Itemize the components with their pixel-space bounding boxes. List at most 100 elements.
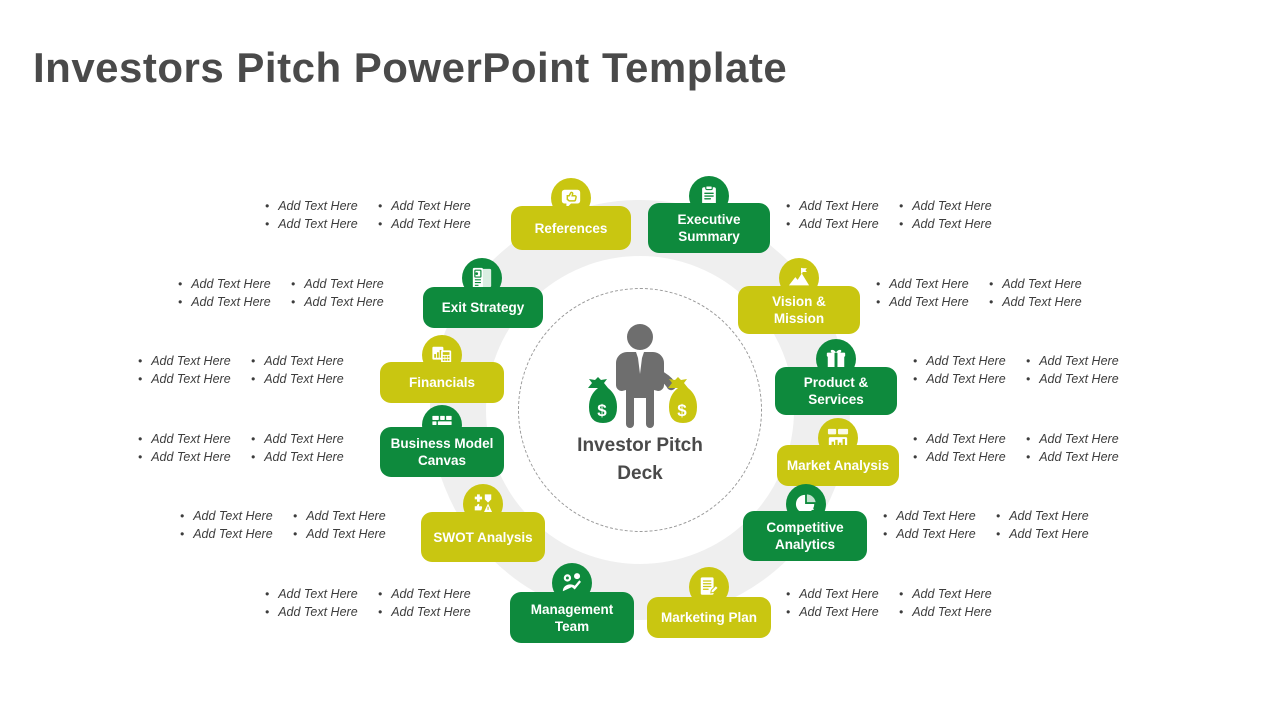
bullet-label: Add Text Here (264, 371, 344, 386)
bullet-item[interactable]: • Add Text Here (876, 276, 989, 294)
bullet-dot-icon: • (913, 371, 918, 386)
text-block-references-text: •Add Text Here•Add Text Here•Add Text He… (265, 198, 491, 233)
center-label-line1: Investor Pitch (577, 435, 703, 456)
text-column: •Add Text Here•Add Text Here (293, 508, 406, 543)
bullet-item[interactable]: •Add Text Here (899, 604, 1012, 622)
bullet-item[interactable]: •Add Text Here (1026, 449, 1139, 467)
bullet-item[interactable]: •Add Text Here (786, 198, 899, 216)
node-label-management-team[interactable]: Management Team (510, 592, 634, 643)
bullet-dot-icon: • (876, 294, 881, 309)
bullet-dot-icon: • (378, 216, 383, 231)
text-column: •Add Text Here•Add Text Here (899, 198, 1012, 233)
text-column: •Add Text Here•Add Text Here (138, 353, 251, 388)
bullet-item[interactable]: •Add Text Here (786, 216, 899, 234)
bullet-item[interactable]: •Add Text Here (291, 294, 404, 312)
bullet-item[interactable]: •Add Text Here (138, 449, 251, 467)
bullet-item[interactable]: •Add Text Here (265, 604, 378, 622)
node-label-swot-analysis[interactable]: SWOT Analysis (421, 512, 545, 562)
bullet-item[interactable]: •Add Text Here (1026, 431, 1139, 449)
bullet-item[interactable]: •Add Text Here (178, 276, 291, 294)
node-label-references[interactable]: References (511, 206, 631, 250)
bullet-item[interactable]: •Add Text Here (1026, 353, 1139, 371)
bullet-item[interactable]: •Add Text Here (180, 526, 293, 544)
bullet-label: Add Text Here (912, 199, 992, 213)
bullet-dot-icon: • (138, 354, 143, 368)
text-column: •Add Text Here•Add Text Here (378, 586, 491, 621)
bullet-item[interactable]: •Add Text Here (293, 526, 406, 544)
node-label-exit-strategy[interactable]: Exit Strategy (423, 287, 543, 328)
bullet-item[interactable]: •Add Text Here (883, 526, 996, 544)
center-label-line2: Deck (617, 463, 663, 484)
node-label-business-model-canvas[interactable]: Business Model Canvas (380, 427, 504, 477)
bullet-item[interactable]: •Add Text Here (251, 431, 364, 449)
node-label-marketing-plan[interactable]: Marketing Plan (647, 597, 771, 638)
bullet-item[interactable]: •Add Text Here (913, 449, 1026, 467)
bullet-item[interactable]: •Add Text Here (251, 449, 364, 467)
bullet-dot-icon: • (883, 509, 888, 523)
bullet-dot-icon: • (378, 604, 383, 619)
bullet-item[interactable]: •Add Text Here (989, 276, 1102, 294)
bullet-dot-icon: • (378, 587, 383, 601)
bullet-label: Add Text Here (304, 294, 384, 309)
bullet-item[interactable]: •Add Text Here (378, 216, 491, 234)
bullet-item[interactable]: •Add Text Here (138, 353, 251, 371)
bullet-dot-icon: • (899, 199, 904, 213)
bullet-dot-icon: • (913, 432, 918, 446)
bullet-label: Add Text Here (799, 604, 879, 619)
bullet-label: Add Text Here (264, 432, 344, 446)
node-label-market-analysis[interactable]: Market Analysis (777, 445, 899, 486)
node-label-vision-mission[interactable]: Vision & Mission (738, 286, 860, 334)
bullet-label: Add Text Here (193, 509, 273, 523)
bullet-label: Add Text Here (193, 526, 273, 541)
bullet-item[interactable]: •Add Text Here (786, 604, 899, 622)
bullet-item[interactable]: •Add Text Here (251, 353, 364, 371)
bullet-label: Add Text Here (926, 432, 1006, 446)
text-column: •Add Text Here•Add Text Here (786, 586, 899, 621)
bullet-dot-icon: • (883, 526, 888, 541)
bullet-item[interactable]: •Add Text Here (378, 586, 491, 604)
bullet-label: Add Text Here (889, 277, 969, 291)
bullet-item[interactable]: •Add Text Here (913, 371, 1026, 389)
bullet-label: Add Text Here (799, 216, 879, 231)
bullet-label: Add Text Here (912, 604, 992, 619)
node-label-executive-summary[interactable]: Executive Summary (648, 203, 770, 253)
bullet-item[interactable]: •Add Text Here (378, 604, 491, 622)
bullet-label: Add Text Here (264, 449, 344, 464)
bullet-dot-icon: • (180, 509, 185, 523)
bullet-dot-icon: • (1026, 354, 1031, 368)
bullet-item[interactable]: •Add Text Here (138, 431, 251, 449)
center-label: Investor Pitch Deck (519, 432, 761, 488)
bullet-item[interactable]: •Add Text Here (989, 294, 1102, 312)
bullet-item[interactable]: • Add Text Here (899, 198, 1012, 216)
bullet-item[interactable]: • Add Text Here (913, 431, 1026, 449)
page-title: Investors Pitch PowerPoint Template (33, 44, 788, 91)
node-label-product-services[interactable]: Product & Services (775, 367, 897, 415)
bullet-item[interactable]: •Add Text Here (1026, 371, 1139, 389)
text-column: •Add Text Here•Add Text Here (883, 508, 996, 543)
bullet-item[interactable]: •Add Text Here (876, 294, 989, 312)
bullet-item[interactable]: •Add Text Here (899, 216, 1012, 234)
bullet-item[interactable]: •Add Text Here (138, 371, 251, 389)
bullet-dot-icon: • (876, 277, 881, 291)
bullet-item[interactable]: •Add Text Here (178, 294, 291, 312)
bullet-item[interactable]: •Add Text Here (899, 586, 1012, 604)
bullet-label: Add Text Here (191, 294, 271, 309)
bullet-item[interactable]: •Add Text Here (265, 586, 378, 604)
bullet-item[interactable]: •Add Text Here (996, 508, 1109, 526)
bullet-item[interactable]: •Add Text Here (378, 198, 491, 216)
bullet-item[interactable]: •Add Text Here (265, 216, 378, 234)
bullet-item[interactable]: •Add Text Here (883, 508, 996, 526)
bullet-item[interactable]: •Add Text Here (293, 508, 406, 526)
bullet-item[interactable]: •Add Text Here (913, 353, 1026, 371)
bullet-item[interactable]: •Add Text Here (251, 371, 364, 389)
bullet-item[interactable]: •Add Text Here (786, 586, 899, 604)
bullet-dot-icon: • (989, 277, 994, 291)
bullet-item[interactable]: •Add Text Here (291, 276, 404, 294)
bullet-item[interactable]: •Add Text Here (265, 198, 378, 216)
bullet-item[interactable]: • Add Text Here (180, 508, 293, 526)
bullet-item[interactable]: •Add Text Here (996, 526, 1109, 544)
node-label-competitive-analytics[interactable]: Competitive Analytics (743, 511, 867, 561)
bullet-label: Add Text Here (306, 509, 386, 523)
node-label-financials[interactable]: Financials (380, 362, 504, 403)
bullet-label: Add Text Here (278, 216, 358, 231)
